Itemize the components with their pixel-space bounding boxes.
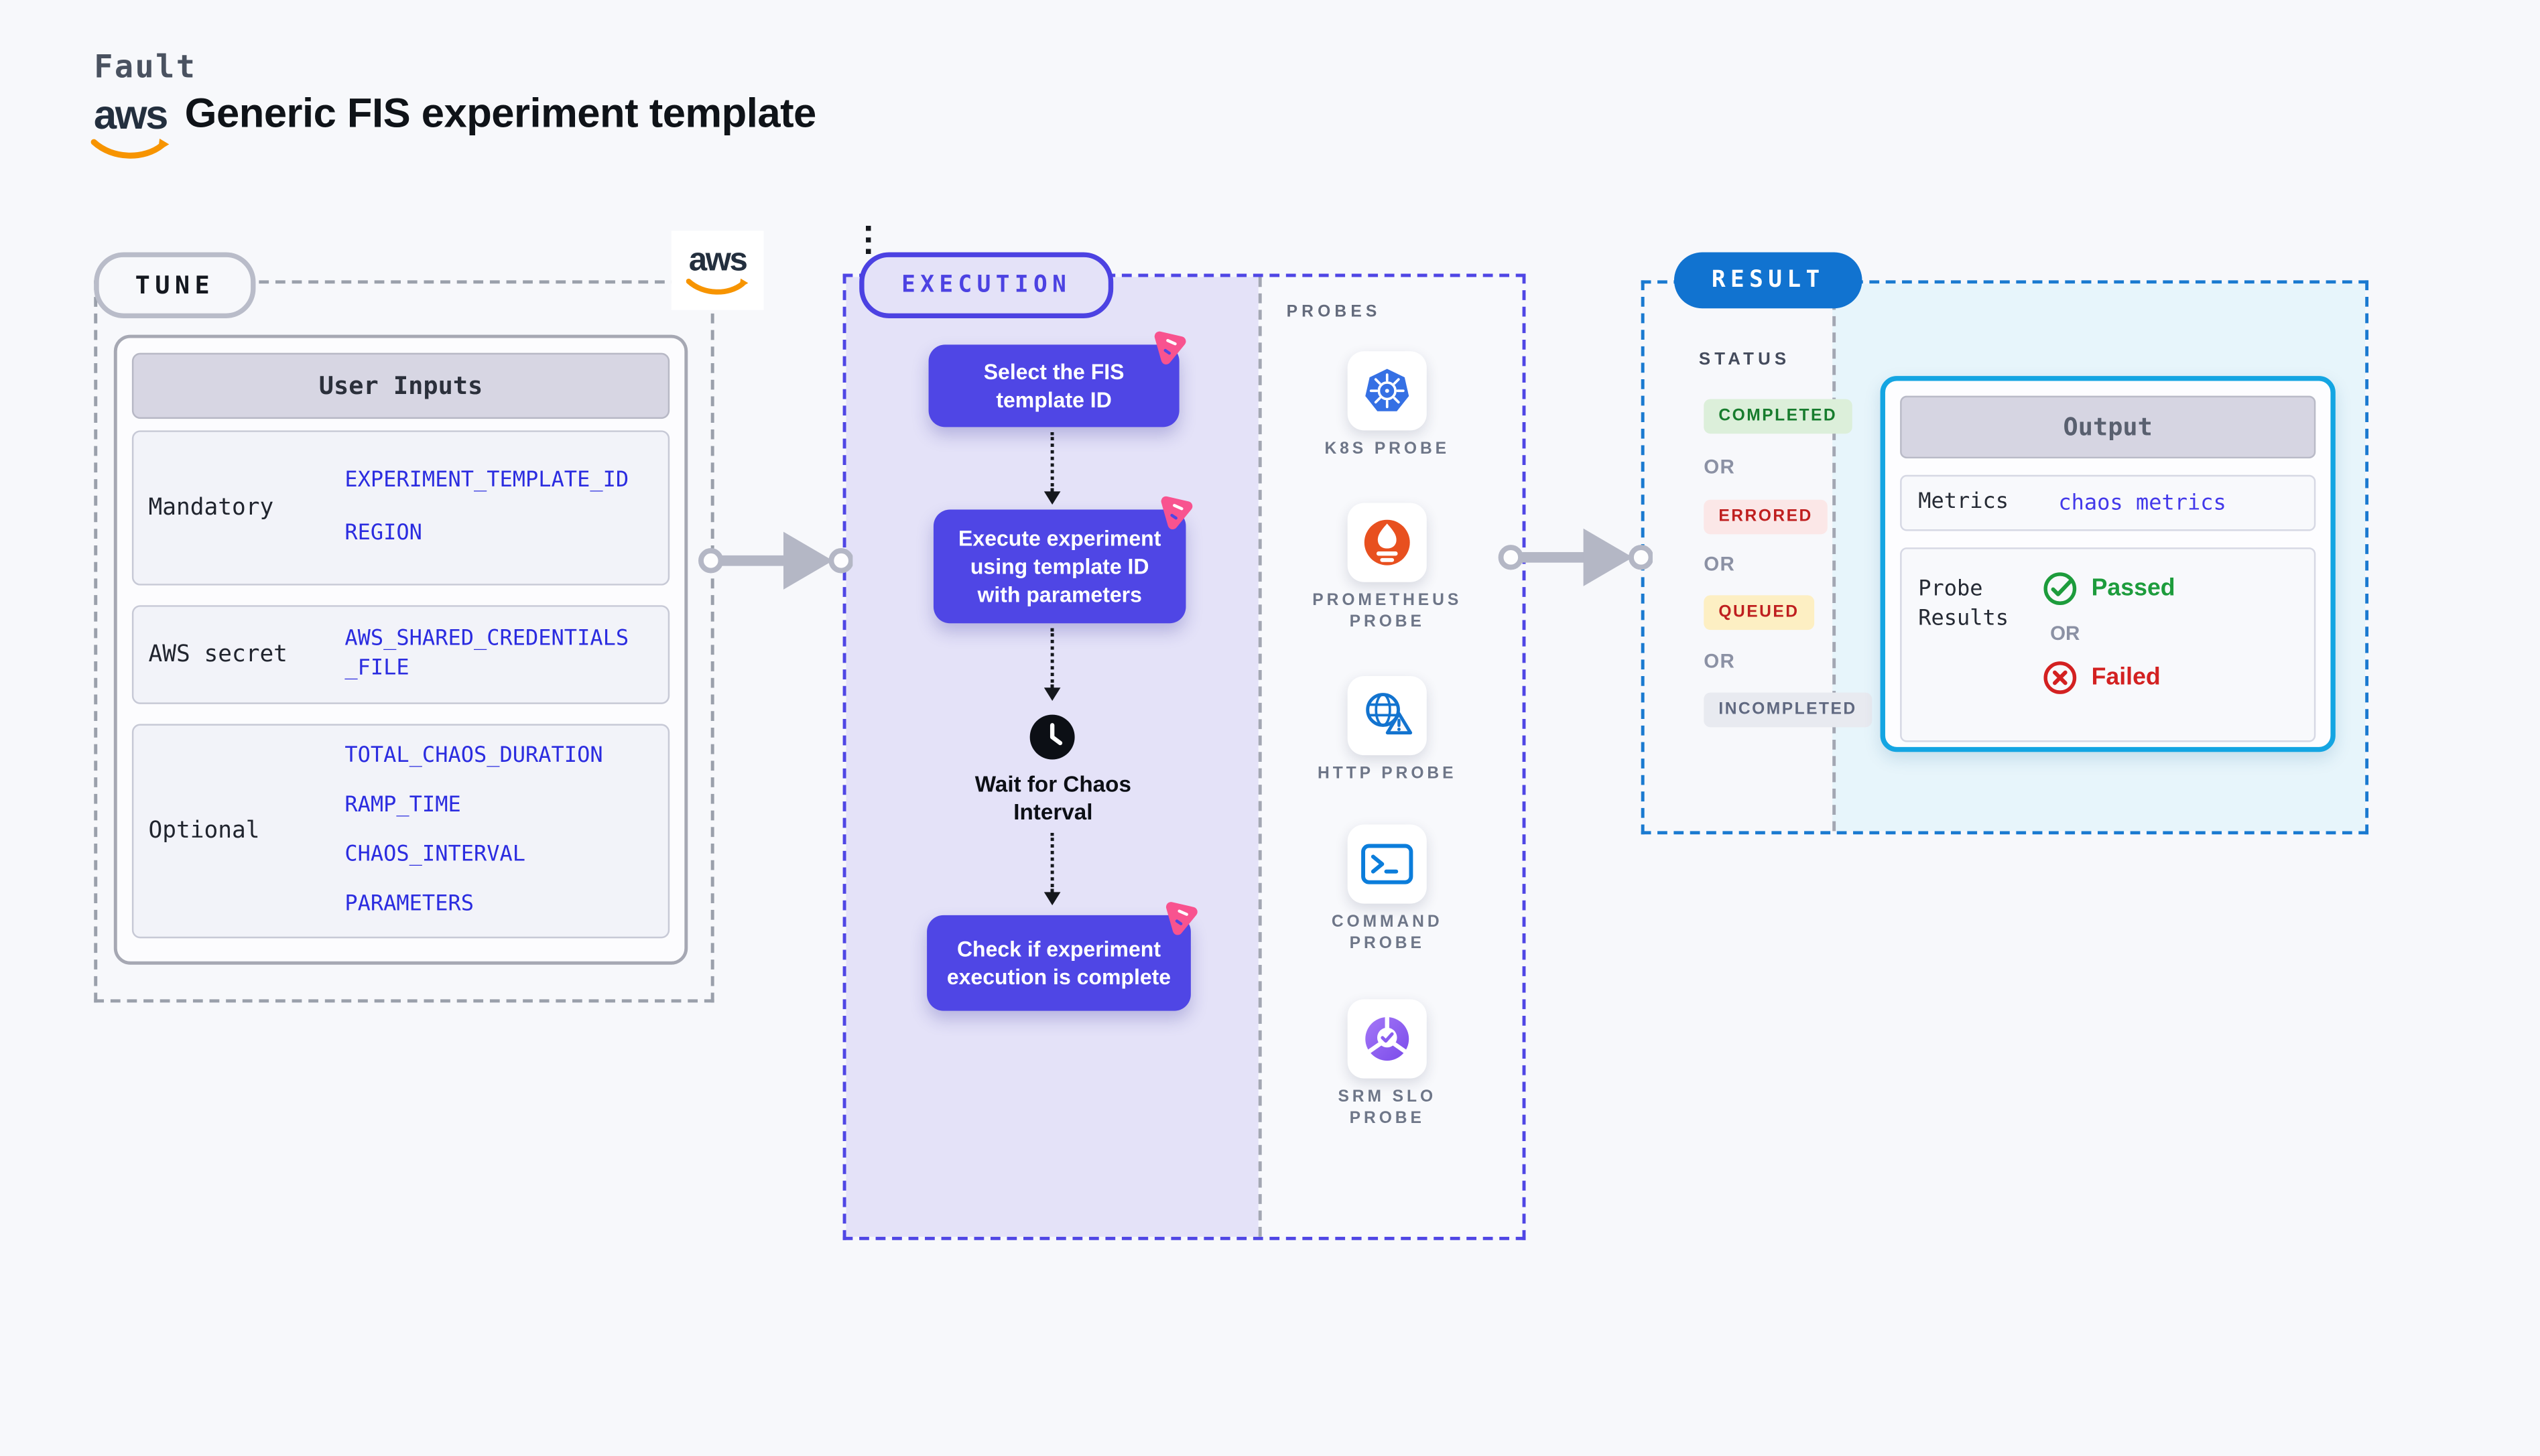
probe-card-command — [1347, 824, 1427, 904]
input-value: AWS_SHARED_CREDENTIALS_FILE — [344, 626, 629, 681]
metrics-label: Metrics — [1918, 489, 2009, 515]
row-values: AWS_SHARED_CREDENTIALS_FILE — [344, 625, 638, 685]
input-value: TOTAL_CHAOS_DURATION — [344, 743, 603, 769]
or-separator: OR — [1704, 552, 1736, 576]
result-stage-pill: RESULT — [1673, 252, 1862, 309]
dotted-arrow — [1043, 832, 1060, 906]
probe-results-row: Probe Results Passed OR Failed — [1900, 547, 2316, 742]
table-header: User Inputs — [131, 352, 670, 419]
row-values: EXPERIMENT_TEMPLATE_ID REGION — [344, 455, 668, 561]
row-label: Optional — [148, 817, 260, 845]
x-circle-icon — [2043, 661, 2077, 694]
or-separator: OR — [1704, 649, 1736, 673]
probe-card-http — [1347, 676, 1427, 756]
input-value: RAMP_TIME — [344, 793, 461, 818]
status-badge-errored: ERRORED — [1704, 499, 1828, 535]
flow-arrow-execution-to-result — [1498, 528, 1653, 586]
passed-label: Passed — [2091, 575, 2175, 602]
dotted-arrow — [1043, 628, 1060, 701]
kubernetes-icon — [1365, 369, 1409, 411]
table-row-aws-secret: AWS secret AWS_SHARED_CREDENTIALS_FILE — [131, 605, 670, 704]
failed-outcome: Failed — [2042, 659, 2175, 696]
probe-label: PROMETHEUS PROBE — [1312, 592, 1462, 632]
clock-icon — [1029, 714, 1075, 760]
or-separator: OR — [1704, 455, 1736, 478]
step-execute-experiment: Execute experiment using template ID wit… — [933, 509, 1186, 624]
step-check-complete: Check if experiment execution is complet… — [927, 915, 1191, 1011]
slo-donut-check-icon — [1365, 1016, 1409, 1061]
step-select-template: Select the FIS template ID — [928, 344, 1180, 427]
input-value: REGION — [344, 521, 422, 546]
input-value: EXPERIMENT_TEMPLATE_ID — [344, 468, 629, 493]
aws-logo-text: aws — [93, 92, 168, 139]
aws-logo: aws — [89, 92, 172, 161]
product-label: Fault — [94, 49, 197, 86]
row-label: Mandatory — [148, 494, 274, 521]
check-circle-icon — [2043, 572, 2077, 605]
input-value: PARAMETERS — [344, 892, 474, 917]
aws-logo-text: aws — [688, 242, 748, 279]
chaos-faults-icon — [1161, 496, 1193, 529]
probe-label: COMMAND PROBE — [1331, 913, 1443, 953]
wait-step-label: Wait for Chaos Interval — [974, 771, 1131, 825]
probe-card-srm-slo — [1347, 999, 1427, 1079]
chaos-faults-icon — [1165, 902, 1198, 935]
metrics-value-link: chaos metrics — [2058, 490, 2226, 516]
probe-label: SRM SLO PROBE — [1338, 1088, 1437, 1128]
terminal-icon — [1361, 843, 1413, 884]
row-values: TOTAL_CHAOS_DURATION RAMP_TIME CHAOS_INT… — [344, 732, 668, 930]
or-separator: OR — [2050, 621, 2080, 645]
status-badge-completed: COMPLETED — [1704, 399, 1852, 434]
failed-label: Failed — [2091, 664, 2161, 691]
probe-label: K8S PROBE — [1324, 440, 1450, 459]
status-badge-incompleted: INCOMPLETED — [1704, 692, 1872, 728]
aws-swoosh-icon — [90, 138, 170, 159]
execution-stage-pill: EXECUTION — [859, 252, 1114, 318]
probe-card-k8s — [1347, 351, 1427, 431]
flow-arrow-tune-to-execution — [698, 531, 853, 590]
aws-logo-small: aws — [671, 230, 764, 310]
status-title: STATUS — [1698, 349, 1791, 370]
globe-warning-icon — [1366, 693, 1413, 735]
user-inputs-table: User Inputs Mandatory EXPERIMENT_TEMPLAT… — [113, 334, 688, 965]
table-row-optional: Optional TOTAL_CHAOS_DURATION RAMP_TIME … — [131, 724, 670, 939]
aws-swoosh-icon — [686, 278, 749, 295]
prometheus-icon — [1364, 519, 1410, 566]
table-row-mandatory: Mandatory EXPERIMENT_TEMPLATE_ID REGION — [131, 430, 670, 586]
probe-results-label: Probe Results — [1918, 577, 2009, 632]
entry-connector — [866, 226, 871, 255]
metrics-row: Metrics chaos metrics — [1900, 474, 2316, 531]
probe-card-prometheus — [1347, 503, 1427, 582]
probes-title: PROBES — [1286, 303, 1381, 322]
dotted-arrow — [1043, 432, 1060, 505]
output-table-header: Output — [1900, 395, 2316, 459]
row-label: AWS secret — [148, 641, 288, 668]
passed-outcome: Passed — [2042, 571, 2175, 607]
status-badge-queued: QUEUED — [1704, 595, 1814, 631]
probe-label: HTTP PROBE — [1318, 765, 1457, 783]
probe-outcomes: Passed OR Failed — [2042, 549, 2175, 740]
chaos-faults-icon — [1154, 331, 1186, 365]
tune-stage-pill: TUNE — [94, 252, 256, 318]
tune-panel — [94, 280, 714, 1003]
output-table: Output Metrics chaos metrics Probe Resul… — [1880, 376, 2336, 752]
page-title: Generic FIS experiment template — [184, 90, 817, 137]
input-value: CHAOS_INTERVAL — [344, 842, 526, 868]
